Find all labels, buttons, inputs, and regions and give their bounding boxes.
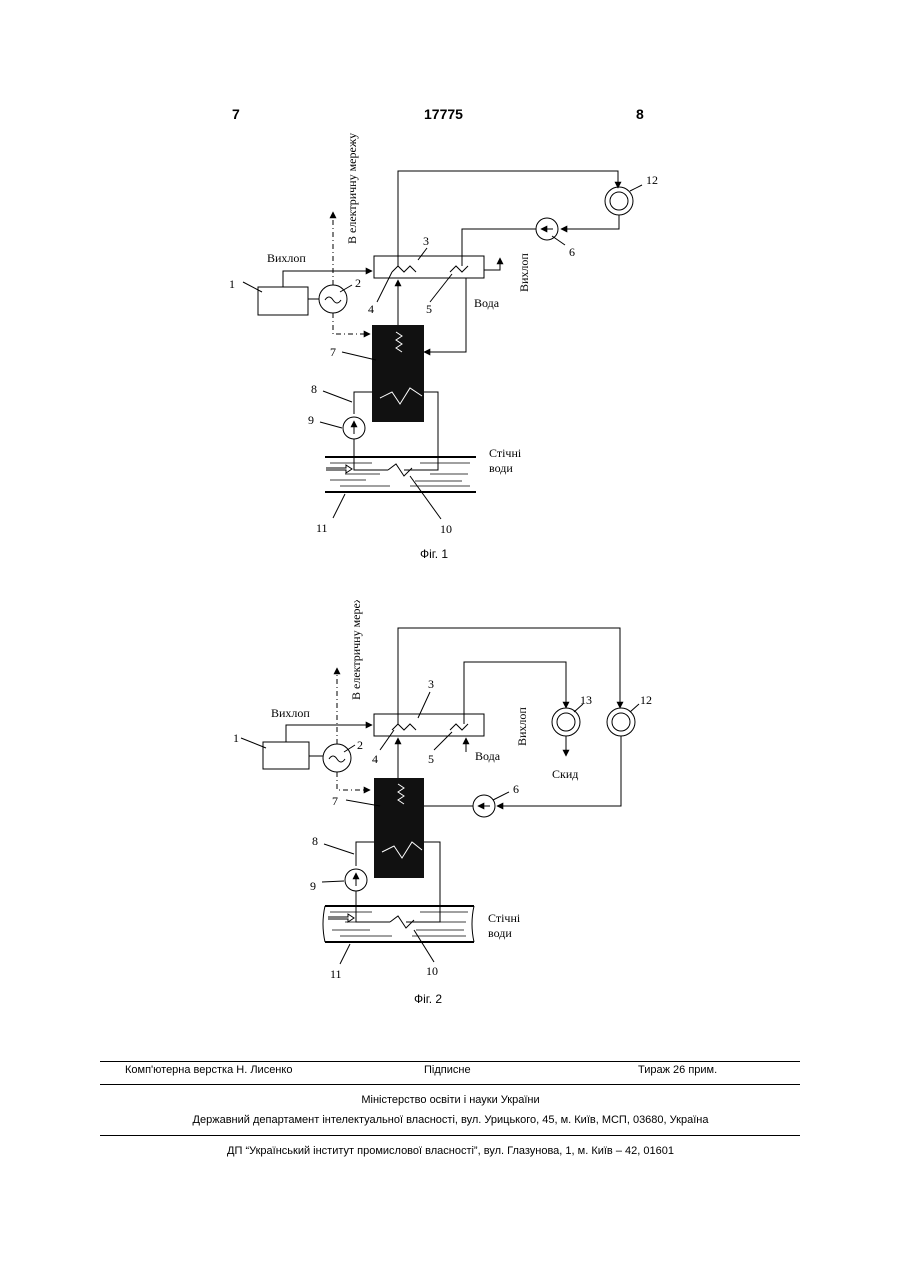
figure-2-drawing: 1 2 3 4 5 6 7 8 9 10 11 12 13 Вихлоп Вих… [0,600,901,1020]
pipe-right-end [472,906,474,942]
label-water: Вода [475,749,501,763]
label-6: 6 [513,782,519,796]
loop-to-12 [398,628,620,724]
generator-2-symbol [329,756,345,762]
coil-4 [392,266,416,272]
footer-ministry: Міністерство освіти і науки України [0,1094,901,1106]
consumer-12-inner [610,192,628,210]
figure-1-caption: Фіг. 1 [420,547,448,561]
figure-1: 1 2 3 4 5 6 7 8 9 10 11 12 Вихлоп Вихлоп… [0,0,901,580]
label-1: 1 [233,731,239,745]
label-wastewater-2: води [489,461,513,475]
label-2: 2 [357,738,363,752]
coil-5 [450,724,468,730]
label-9: 9 [310,879,316,893]
footer-institute: ДП “Український інститут промислової вла… [0,1145,901,1157]
footer-divider-middle [100,1084,800,1085]
footer-signed: Підписне [424,1064,471,1076]
label-7: 7 [332,794,338,808]
label-discharge: Скид [552,767,578,781]
figure-2: 1 2 3 4 5 6 7 8 9 10 11 12 13 Вихлоп Вих… [0,600,901,1020]
return-from-12 [561,215,619,229]
flow-arrow [328,914,354,922]
consumer-13-inner [557,713,575,731]
label-water: Вода [474,296,500,310]
label-wastewater-1: Стічні [488,911,521,925]
power-to-heatpump-line [337,772,370,790]
label-1: 1 [229,277,235,291]
coil-4 [392,724,416,730]
coil-5 [450,266,468,272]
label-11: 11 [316,521,328,535]
footer-layout-credit: Комп'ютерна верстка Н. Лисенко [125,1064,292,1076]
label-4: 4 [372,752,378,766]
loop-to-12 [398,171,618,266]
label-2: 2 [355,276,361,290]
label-7: 7 [330,345,336,359]
water-hatch [330,463,470,486]
consumer-12 [607,708,635,736]
label-13: 13 [580,693,592,707]
label-wastewater-2: води [488,926,512,940]
label-12: 12 [646,173,658,187]
label-10: 10 [426,964,438,978]
figure-1-drawing: 1 2 3 4 5 6 7 8 9 10 11 12 Вихлоп Вихлоп… [0,0,901,580]
label-12: 12 [640,693,652,707]
label-exhaust-right: Вихлоп [517,253,531,292]
generator-2 [319,285,347,313]
label-3: 3 [423,234,429,248]
pipe-left-end [323,906,325,942]
label-exhaust-right: Вихлоп [515,707,529,746]
heat-pump-7 [372,325,424,422]
engine-1 [263,742,309,769]
footer-department: Державний департамент інтелектуальної вл… [0,1114,901,1126]
consumer-12 [605,187,633,215]
label-exhaust-left: Вихлоп [271,706,310,720]
footer-divider-top [100,1061,800,1062]
label-3: 3 [428,677,434,691]
label-8: 8 [312,834,318,848]
figure-2-caption: Фіг. 2 [414,992,442,1006]
label-grid: В електричну мережу [349,600,363,700]
generator-2-symbol [325,297,341,303]
label-10: 10 [440,522,452,536]
loop-8-down [354,439,388,470]
flow-arrow [326,465,352,473]
label-5: 5 [428,752,434,766]
footer-divider-bottom [100,1135,800,1136]
label-5: 5 [426,302,432,316]
label-exhaust-left: Вихлоп [267,251,306,265]
loop-8-left [354,392,372,414]
power-to-heatpump-line [333,313,370,334]
generator-2 [323,744,351,772]
label-6: 6 [569,245,575,259]
label-9: 9 [308,413,314,427]
consumer-13 [552,708,580,736]
engine-1 [258,287,308,315]
leader-lines [241,692,639,964]
label-grid: В електричну мережу [345,133,359,244]
loop-8-left [356,842,374,866]
consumer-12-inner [612,713,630,731]
label-4: 4 [368,302,374,316]
exhaust-out-line [484,258,500,270]
footer-circulation: Тираж 26 прим. [638,1064,717,1076]
label-8: 8 [311,382,317,396]
label-wastewater-1: Стічні [489,446,522,460]
label-11: 11 [330,967,342,981]
